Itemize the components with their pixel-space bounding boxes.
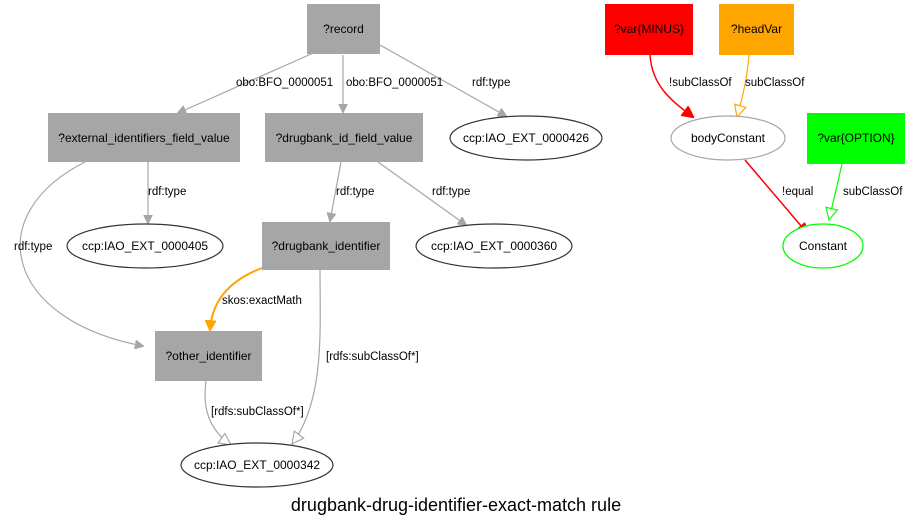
node-iao-360-label: ccp:IAO_EXT_0000360 xyxy=(431,239,557,253)
label-ext-to-other: rdf:type xyxy=(14,241,52,253)
node-iao-360[interactable]: ccp:IAO_EXT_0000360 xyxy=(415,223,573,269)
label-option-to-constant: subClassOf xyxy=(843,186,903,198)
label-identifier-to-other: skos:exactMath xyxy=(222,295,302,307)
label-db-to-360: rdf:type xyxy=(432,186,470,198)
label-db-to-identifier: rdf:type xyxy=(336,186,374,198)
edge-identifier-to-iao-342 xyxy=(292,269,321,444)
node-other-identifier-label: ?other_identifier xyxy=(165,349,251,363)
edge-record-to-iao-426 xyxy=(379,44,506,116)
node-record[interactable]: ?record xyxy=(307,4,380,54)
node-iao-342-label: ccp:IAO_EXT_0000342 xyxy=(194,458,320,472)
node-iao-405[interactable]: ccp:IAO_EXT_0000405 xyxy=(66,223,224,269)
node-iao-426-label: ccp:IAO_EXT_0000426 xyxy=(463,131,589,145)
label-other-to-342: [rdfs:subClassOf*] xyxy=(211,406,304,418)
edge-drugbank-id-to-iao-360 xyxy=(377,161,466,225)
label-record-to-ext: obo:BFO_0000051 xyxy=(236,77,333,89)
label-record-to-db: obo:BFO_0000051 xyxy=(346,77,443,89)
node-iao-426[interactable]: ccp:IAO_EXT_0000426 xyxy=(449,115,603,161)
node-headvar-label: ?headVar xyxy=(731,22,782,36)
node-headvar[interactable]: ?headVar xyxy=(719,4,794,55)
label-record-to-426: rdf:type xyxy=(472,77,510,89)
node-body-constant[interactable]: bodyConstant xyxy=(670,115,786,161)
node-drugbank-id-field-value-label: ?drugbank_id_field_value xyxy=(276,131,413,145)
node-external-identifiers-field-value-label: ?external_identifiers_field_value xyxy=(58,131,230,145)
edge-minus-to-body-constant xyxy=(649,54,693,117)
node-drugbank-id-field-value[interactable]: ?drugbank_id_field_value xyxy=(265,113,423,162)
node-body-constant-label: bodyConstant xyxy=(691,131,766,145)
edge-other-identifier-to-iao-342 xyxy=(204,380,231,445)
edge-body-constant-to-constant xyxy=(744,159,807,232)
node-drugbank-identifier[interactable]: ?drugbank_identifier xyxy=(262,222,390,270)
edge-identifier-to-other-identifier[interactable] xyxy=(210,267,263,330)
node-constant[interactable]: Constant xyxy=(782,223,864,269)
edge-headvar-to-body-constant xyxy=(737,54,750,117)
node-iao-342[interactable]: ccp:IAO_EXT_0000342 xyxy=(180,442,334,488)
node-iao-405-label: ccp:IAO_EXT_0000405 xyxy=(82,239,208,253)
diagram-title: drugbank-drug-identifier-exact-match rul… xyxy=(291,495,621,515)
label-identifier-to-342: [rdfs:subClassOf*] xyxy=(326,351,419,363)
edge-external-to-other-identifier xyxy=(19,161,143,346)
node-drugbank-identifier-label: ?drugbank_identifier xyxy=(272,239,381,253)
node-var-minus[interactable]: ?var{MINUS} xyxy=(605,4,693,55)
edge-record-to-external-identifiers xyxy=(178,49,321,113)
node-var-option-label: ?var{OPTION} xyxy=(817,131,894,145)
node-external-identifiers-field-value[interactable]: ?external_identifiers_field_value xyxy=(48,113,240,162)
node-other-identifier[interactable]: ?other_identifier xyxy=(155,331,262,381)
node-var-minus-label: ?var{MINUS} xyxy=(614,22,684,36)
label-ext-to-405: rdf:type xyxy=(148,186,186,198)
edge-option-to-constant xyxy=(829,163,843,220)
node-var-option[interactable]: ?var{OPTION} xyxy=(807,113,905,164)
node-constant-label: Constant xyxy=(799,239,848,253)
node-record-label: ?record xyxy=(323,22,364,36)
label-body-to-constant: !equal xyxy=(782,186,813,198)
edge-drugbank-id-to-identifier xyxy=(330,161,342,221)
label-minus-to-body: !subClassOf xyxy=(669,77,732,89)
label-headvar-to-body: subClassOf xyxy=(745,77,805,89)
